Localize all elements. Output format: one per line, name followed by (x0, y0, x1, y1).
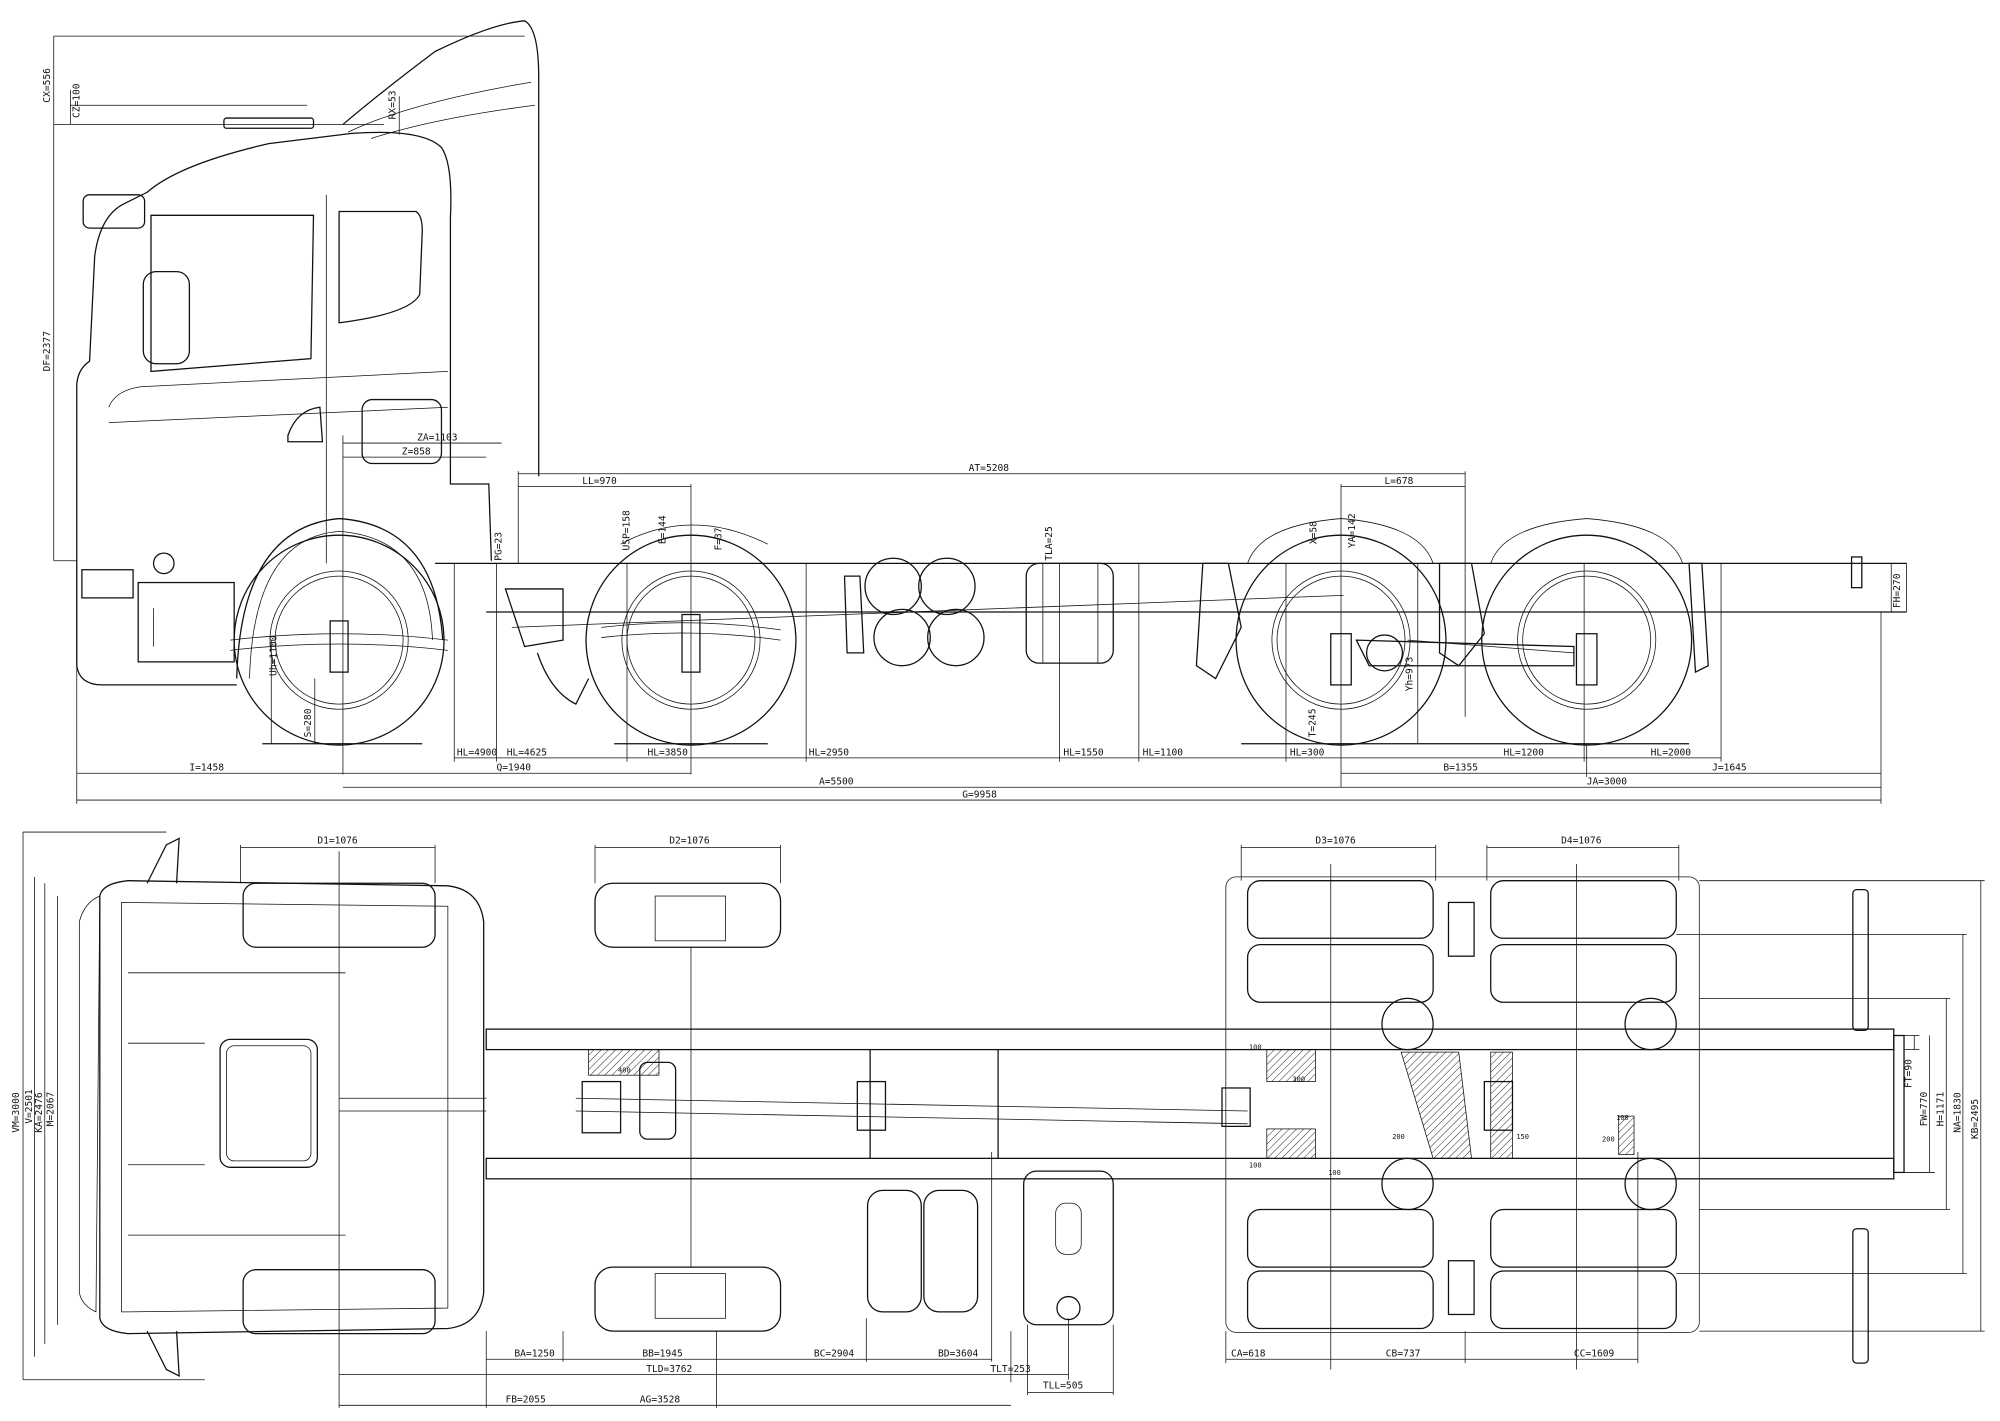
dim-i: I=1458 (189, 763, 224, 774)
dim-za: ZA=1103 (417, 433, 458, 444)
dim-ya: YA=142 (1347, 513, 1358, 548)
dim-ca: CA=618 (1231, 1349, 1266, 1360)
dim-tld: TLD=3762 (646, 1364, 692, 1375)
dim-ba: BA=1250 (514, 1349, 555, 1360)
dim-s: S=280 (303, 708, 314, 737)
dim-rx: RX=53 (387, 90, 398, 119)
wheels-side (233, 518, 1693, 746)
mark-150: 150 (1516, 1132, 1529, 1141)
dim-fw: FW=770 (1919, 1092, 1930, 1127)
dim-hl-4: HL=2950 (809, 747, 850, 758)
dim-hl-5: HL=1550 (1063, 747, 1104, 758)
side-dimensions: CX=556 CZ=100 RX=53 DF=2377 ZA=1103 Z=85… (42, 35, 1903, 804)
dim-pg: PG=23 (494, 532, 505, 561)
air-tanks-side (843, 557, 985, 667)
side-view: CX=556 CZ=100 RX=53 DF=2377 ZA=1103 Z=85… (42, 20, 1907, 804)
dim-b: B=1355 (1443, 763, 1478, 774)
dim-ka: KA=2476 (34, 1092, 45, 1133)
dim-hl-6: HL=1100 (1143, 747, 1184, 758)
dim-tla: TLA=25 (1044, 526, 1055, 561)
dim-hl-1: HL=4900 (457, 747, 498, 758)
dim-usp: USP=158 (622, 510, 633, 551)
wheels-plan (242, 876, 1869, 1364)
mark-300: 300 (1292, 1075, 1305, 1084)
cab-side (76, 20, 540, 686)
dim-bb: BB=1945 (642, 1349, 682, 1360)
dim-ja: JA=3000 (1587, 777, 1628, 788)
dim-at: AT=5208 (969, 463, 1010, 474)
mark-400: 400 (618, 1066, 631, 1075)
dim-x: X=58 (1309, 521, 1320, 544)
dim-hl-3: HL=3850 (647, 747, 688, 758)
dim-d1: D1=1076 (317, 836, 358, 847)
dim-v: V=2501 (24, 1089, 35, 1124)
dim-uh: Uh=1100 (268, 635, 279, 676)
dim-m: M=2067 (46, 1092, 57, 1127)
dim-d3: D3=1076 (1315, 836, 1356, 847)
dim-yh: Yh=973 (1405, 656, 1416, 691)
fuel-tank-side (1025, 562, 1114, 664)
dim-d2: D2=1076 (669, 836, 710, 847)
dim-hl-9: HL=2000 (1651, 747, 1692, 758)
mark-200a: 200 (1392, 1132, 1405, 1141)
dim-tll: TLL=505 (1043, 1381, 1083, 1392)
dim-hl-8: HL=1200 (1504, 747, 1545, 758)
dim-fh: FH=270 (1892, 573, 1903, 608)
tanks-plan (866, 1170, 1114, 1326)
cab-plan (78, 837, 485, 1377)
mark-100d: 100 (1616, 1113, 1629, 1122)
dim-cc: CC=1609 (1574, 1349, 1615, 1360)
plan-view: 400 100 300 100 100 200 150 100 200 (11, 831, 1985, 1408)
dim-hl-7: HL=300 (1290, 747, 1325, 758)
dim-z: Z=858 (402, 447, 431, 458)
chassis-frame-plan (339, 1028, 1905, 1180)
dim-a: A=5500 (819, 777, 854, 788)
dim-h: H=1171 (1936, 1092, 1947, 1127)
dim-d4: D4=1076 (1561, 836, 1602, 847)
dim-bd: BD=3604 (938, 1349, 979, 1360)
dim-ll: LL=970 (582, 476, 617, 487)
dim-cx: CX=556 (42, 68, 53, 103)
dim-bc: BC=2904 (814, 1349, 855, 1360)
dim-g: G=9958 (962, 790, 997, 801)
dim-vm: VM=3000 (11, 1092, 22, 1133)
dim-e: E=144 (657, 515, 668, 544)
dim-tlt: TLT=253 (990, 1364, 1031, 1375)
dim-ft: FT=90 (1904, 1059, 1915, 1088)
dim-ag: AG=3528 (640, 1395, 681, 1406)
dim-kb: KB=2495 (1970, 1099, 1981, 1139)
dim-cb: CB=737 (1386, 1349, 1421, 1360)
plan-dimensions: D1=1076 D2=1076 D3=1076 D4=1076 VM=3000 … (11, 831, 1985, 1408)
mark-100c: 100 (1328, 1168, 1341, 1177)
dim-l: L=678 (1385, 476, 1414, 487)
dim-t: T=245 (1307, 709, 1318, 738)
dim-cz: CZ=100 (71, 83, 82, 118)
dim-f: F=37 (714, 527, 725, 550)
dim-df: DF=2377 (42, 331, 53, 372)
mark-200b: 200 (1602, 1135, 1615, 1144)
dim-hl-2: HL=4625 (507, 747, 547, 758)
dim-j: J=1645 (1712, 763, 1747, 774)
mark-100a: 100 (1249, 1043, 1262, 1052)
mark-100b: 100 (1249, 1160, 1262, 1169)
dim-na: NA=1830 (1952, 1092, 1963, 1133)
plan-small-marks: 400 100 300 100 100 200 150 100 200 (618, 1043, 1629, 1177)
dim-q: Q=1940 (496, 763, 531, 774)
dim-fb: FB=2055 (505, 1395, 545, 1406)
